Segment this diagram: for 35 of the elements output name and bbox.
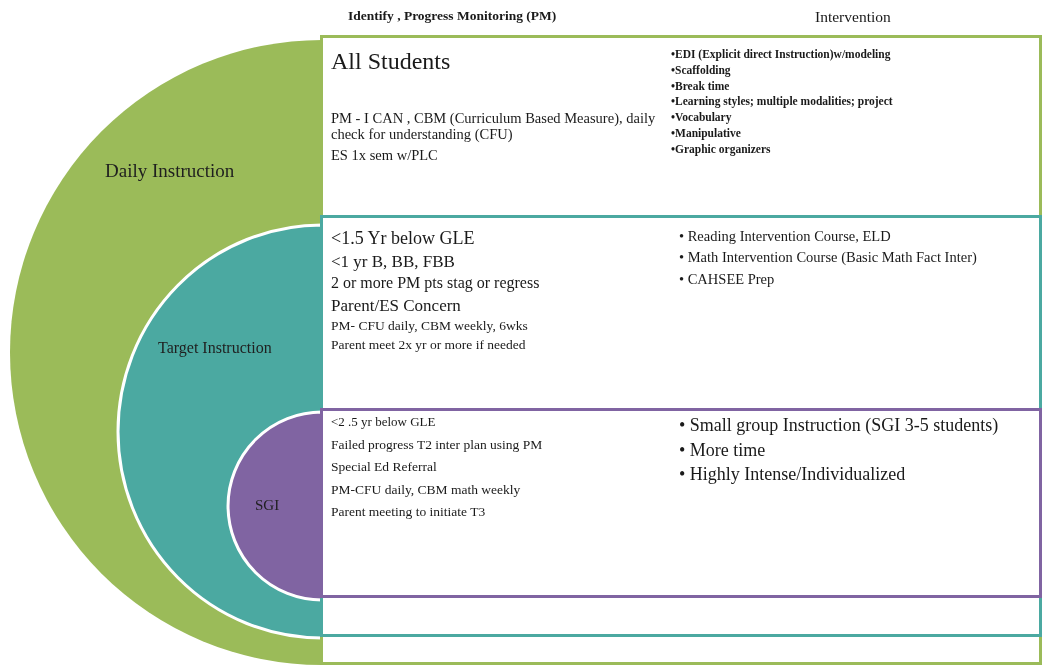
intervention-item: • CAHSEE Prep <box>679 270 776 289</box>
criteria-text: Parent meet 2x yr or more if needed <box>331 336 527 353</box>
criteria-text: 2 or more PM pts stag or regress <box>331 274 541 293</box>
tier-box <box>320 408 1042 598</box>
criteria-text: <1.5 Yr below GLE <box>331 228 476 249</box>
criteria-text: PM - I CAN , CBM (Curriculum Based Measure), daily check for understanding (CFU) <box>331 109 657 143</box>
intervention-item: • Reading Intervention Course, ELD <box>679 228 892 246</box>
criteria-text: Parent meeting to initiate T3 <box>331 504 487 520</box>
column-header: Identify , Progress Monitoring (PM) <box>348 8 557 24</box>
intervention-item: • More time <box>679 439 767 462</box>
criteria-text: <1 yr B, BB, FBB <box>331 251 456 272</box>
intervention-item: • Small group Instruction (SGI 3-5 students) <box>679 415 1000 437</box>
circle-label: SGI <box>255 496 281 515</box>
intervention-item: •Scaffolding <box>671 63 732 78</box>
circle-label: Target Instruction <box>158 338 273 359</box>
intervention-item: •Learning styles; multiple modalities; project <box>671 95 894 110</box>
intervention-item: •Break time <box>671 79 731 94</box>
column-header: Intervention <box>815 8 891 26</box>
criteria-text: PM-CFU daily, CBM math weekly <box>331 481 522 498</box>
criteria-text: Failed progress T2 inter plan using PM <box>331 436 544 453</box>
intervention-item: •Manipulative <box>671 127 742 141</box>
intervention-item: • Math Intervention Course (Basic Math Fact Inter) <box>679 249 978 267</box>
tier-heading: All Students <box>331 48 452 76</box>
circle-label: Daily Instruction <box>105 159 236 183</box>
tier-box <box>320 35 1042 665</box>
intervention-item: •Graphic organizers <box>671 142 772 157</box>
criteria-text: Parent/ES Concern <box>331 295 462 316</box>
intervention-item: •EDI (Explicit direct Instruction)w/modeling <box>671 48 892 62</box>
tier-box <box>320 215 1042 637</box>
intervention-item: • Highly Intense/Individualized <box>679 464 907 486</box>
criteria-text: ES 1x sem w/PLC <box>331 146 439 164</box>
criteria-text: Special Ed Referral <box>331 459 438 475</box>
intervention-item: •Vocabulary <box>671 111 733 125</box>
criteria-text: <2 .5 yr below GLE <box>331 415 437 430</box>
criteria-text: PM- CFU daily, CBM weekly, 6wks <box>331 318 529 334</box>
